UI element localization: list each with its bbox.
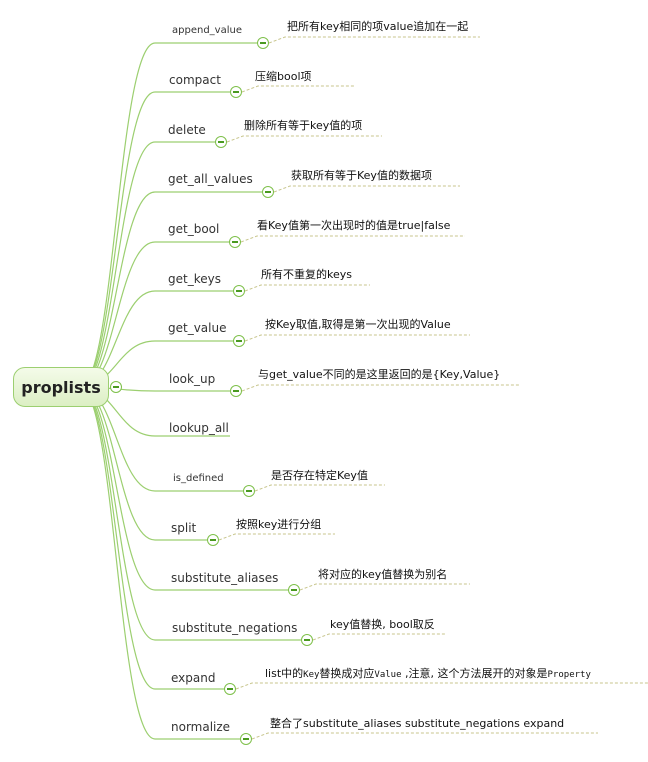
node-expand[interactable]: expand [171,671,216,685]
node-normalize[interactable]: normalize [171,720,231,734]
note-connector [241,384,520,392]
note-connector [244,284,370,292]
note-expand[interactable]: list中的Key替换成对应Value ,注意, 这个方法展开的对象是Prope… [265,667,591,682]
note-is-defined[interactable]: 是否存在特定Key值 [271,469,368,482]
split-collapse-toggle[interactable] [207,534,219,546]
note-connector [251,732,598,740]
node-substitute-negations[interactable]: substitute_negations [172,621,298,635]
note-substitute-aliases[interactable]: 将对应的key值替换为别名 [318,568,448,581]
expand-collapse-toggle[interactable] [224,683,236,695]
note-connector [312,633,445,641]
delete-collapse-toggle[interactable] [215,136,227,148]
get-keys-collapse-toggle[interactable] [233,285,245,297]
branch-line [79,386,207,541]
note-connector [268,36,480,44]
get-all-values-collapse-toggle[interactable] [262,186,274,198]
node-append-value[interactable]: append_value [172,25,242,36]
note-expand-part: ,注意, 这个方法展开的对象是 [401,667,548,680]
node-split[interactable]: split [171,521,197,535]
note-connector [254,484,385,492]
note-append-value[interactable]: 把所有key相同的项value追加在一起 [287,20,469,33]
node-compact[interactable]: compact [169,73,221,87]
note-connector [273,185,460,193]
note-expand-part: Key [303,670,320,680]
get-value-collapse-toggle[interactable] [233,335,245,347]
note-split[interactable]: 按照key进行分组 [236,518,322,531]
note-connector [240,235,465,243]
node-get-bool[interactable]: get_bool [168,222,220,236]
note-get-all-values[interactable]: 获取所有等于Key值的数据项 [291,169,432,182]
compact-collapse-toggle[interactable] [230,86,242,98]
substitute-negations-collapse-toggle[interactable] [301,634,313,646]
note-get-bool[interactable]: 看Key值第一次出现时的值是true|false [257,219,451,232]
root-node[interactable]: proplists [13,367,109,407]
note-get-keys[interactable]: 所有不重复的keys [261,268,352,281]
look-up-collapse-toggle[interactable] [230,385,242,397]
node-get-value[interactable]: get_value [168,321,227,335]
branch-line [79,241,229,388]
note-connector [218,533,335,541]
root-collapse-toggle[interactable] [110,381,122,393]
get-bool-collapse-toggle[interactable] [229,236,241,248]
is-defined-collapse-toggle[interactable] [243,485,255,497]
note-look-up[interactable]: 与get_value不同的是这里返回的是{Key,Value} [258,368,501,381]
note-connector [226,135,382,143]
note-substitute-negations[interactable]: key值替换, bool取反 [330,618,435,631]
note-connector [241,85,355,93]
note-compact[interactable]: 压缩bool项 [255,70,312,83]
note-normalize[interactable]: 整合了substitute_aliases substitute_negatio… [270,717,565,730]
node-get-keys[interactable]: get_keys [168,272,221,286]
root-node-label: proplists [21,377,101,397]
note-connector [299,583,470,591]
node-is-defined[interactable]: is_defined [173,473,224,484]
node-get-all-values[interactable]: get_all_values [168,172,253,186]
note-get-value[interactable]: 按Key取值,取得是第一次出现的Value [265,318,451,331]
node-lookup-all[interactable]: lookup_all [169,421,229,435]
node-substitute-aliases[interactable]: substitute_aliases [171,571,279,585]
note-connector [244,334,470,342]
note-expand-part: 替换成对应 [319,667,375,680]
append-value-collapse-toggle[interactable] [257,37,269,49]
branch-line [79,386,288,591]
node-delete[interactable]: delete [168,123,206,137]
note-expand-part: Property [547,670,591,680]
substitute-aliases-collapse-toggle[interactable] [288,584,300,596]
normalize-collapse-toggle[interactable] [240,733,252,745]
note-expand-part: list中的 [265,667,304,680]
node-look-up[interactable]: look_up [169,372,216,386]
note-expand-part: Value [374,670,402,680]
note-connector [235,682,648,690]
note-delete[interactable]: 删除所有等于key值的项 [244,119,363,132]
